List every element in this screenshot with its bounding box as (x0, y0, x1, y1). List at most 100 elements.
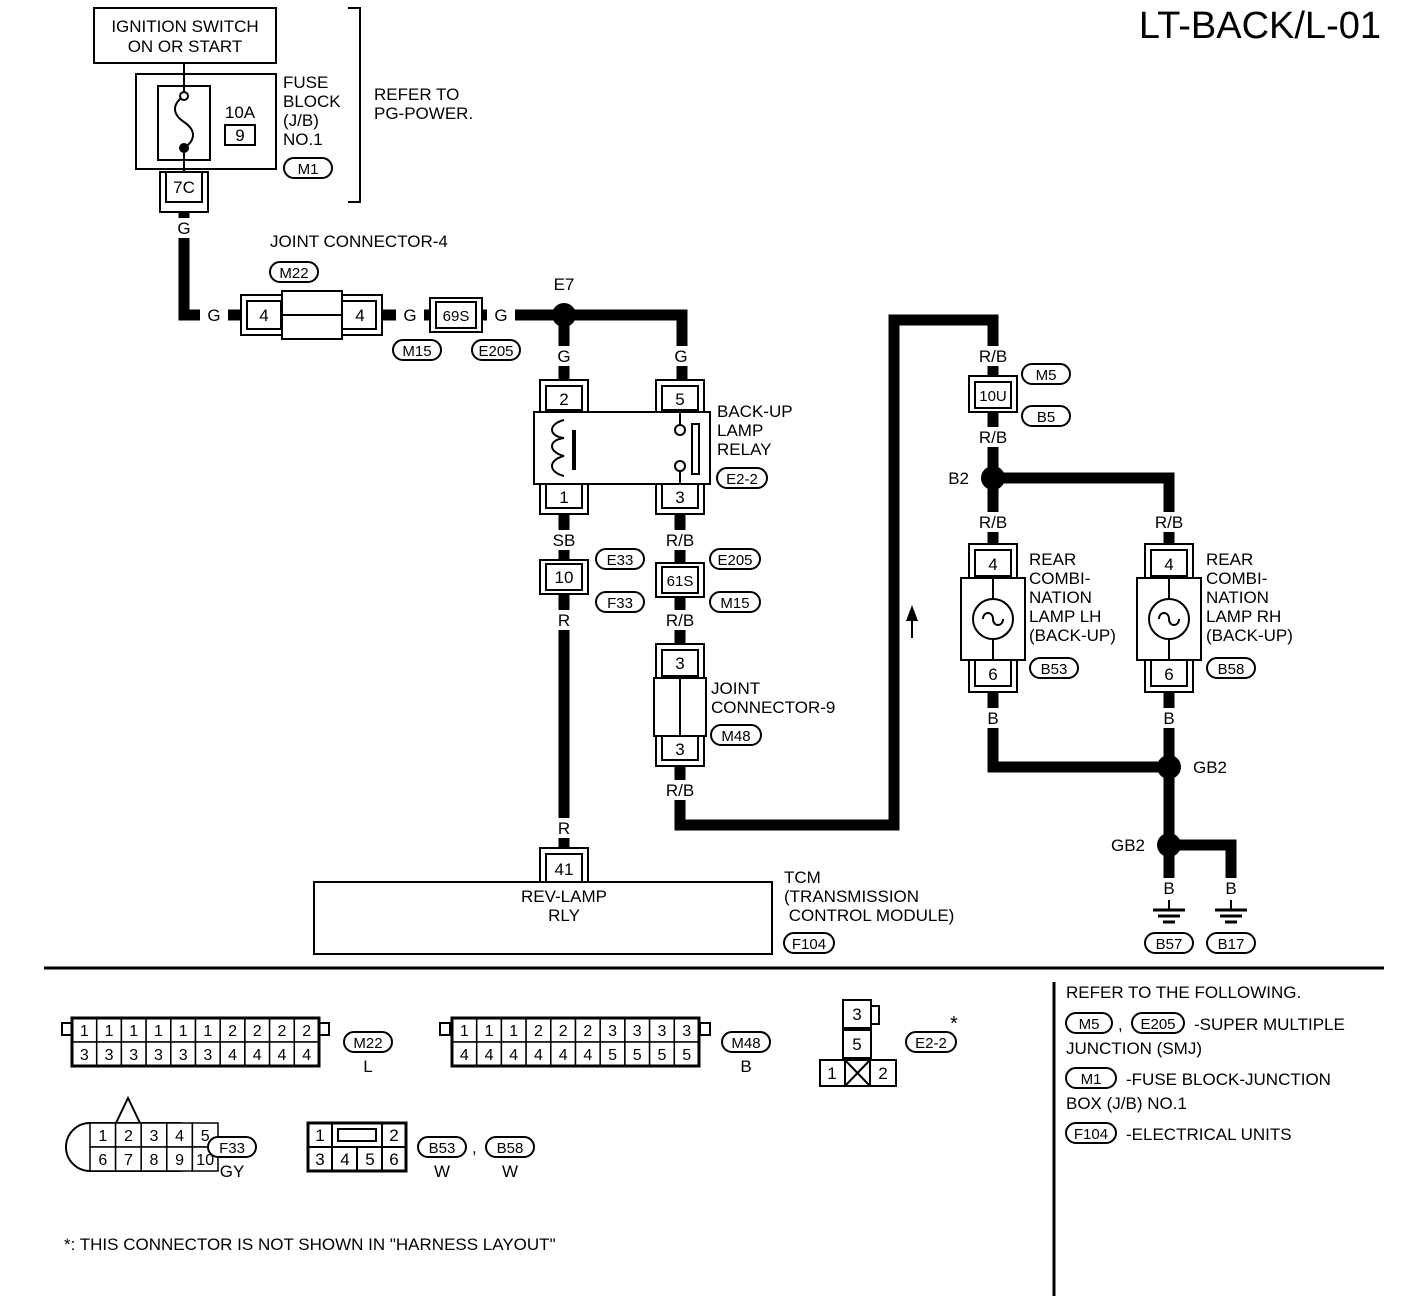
svg-text:R/B: R/B (666, 611, 694, 630)
m48-pin: 4 (485, 1047, 494, 1064)
svg-text:*: * (950, 1013, 958, 1035)
svg-text:2: 2 (878, 1064, 887, 1083)
svg-text:5: 5 (852, 1035, 861, 1054)
lamp-lh-connector: B53 (1041, 661, 1068, 678)
splice-b2 (981, 466, 1005, 490)
inline-connector-10: 10 (555, 568, 574, 587)
m22-pin: 2 (302, 1023, 311, 1040)
svg-text:B5: B5 (1037, 409, 1055, 426)
m22-pin: 3 (129, 1047, 138, 1064)
f33-pin: 4 (175, 1128, 184, 1145)
svg-text:RELAY: RELAY (717, 440, 772, 459)
svg-text:NATION: NATION (1206, 588, 1269, 607)
tcm-label: TCM (TRANSMISSION CONTROL MODULE) (784, 868, 954, 925)
svg-text:GB2: GB2 (1111, 836, 1145, 855)
m22-pin: 1 (179, 1023, 188, 1040)
m48-pin: 3 (657, 1023, 666, 1040)
svg-text:F104: F104 (1074, 1126, 1108, 1143)
relay-switch-icon (674, 412, 700, 484)
svg-text:M15: M15 (402, 343, 431, 360)
svg-text:REFER TO THE FOLLOWING.: REFER TO THE FOLLOWING. (1066, 983, 1301, 1002)
m22-pin: 3 (80, 1047, 89, 1064)
svg-text:1: 1 (559, 488, 568, 507)
m48-pin: 5 (608, 1047, 617, 1064)
ignition-switch-label-2: ON OR START (128, 37, 243, 56)
inline-connector-61s: 61S (667, 573, 694, 590)
svg-text:E205: E205 (717, 552, 752, 569)
svg-text:M5: M5 (1079, 1016, 1100, 1033)
svg-text:L: L (363, 1057, 372, 1076)
m22-cell (268, 1041, 296, 1067)
m48-pin: 1 (509, 1023, 518, 1040)
m48-pin: 3 (608, 1023, 617, 1040)
refer-label-1: REFER TO (374, 85, 459, 104)
ignition-switch-label-1: IGNITION SWITCH (111, 17, 258, 36)
svg-text:REV-LAMP: REV-LAMP (521, 887, 607, 906)
svg-text:M5: M5 (1036, 367, 1057, 384)
svg-text:COMBI-: COMBI- (1206, 569, 1267, 588)
f33-pin: 7 (124, 1152, 133, 1169)
current-direction-arrow-icon (906, 605, 918, 638)
svg-text:3: 3 (675, 488, 684, 507)
svg-text:SB: SB (553, 531, 576, 550)
svg-text:4: 4 (355, 306, 364, 325)
svg-text:E7: E7 (554, 275, 575, 294)
m48-pin: 1 (485, 1023, 494, 1040)
svg-text:M1: M1 (1081, 1071, 1102, 1088)
m48-cell (673, 1041, 700, 1067)
joint-connector-4-label: JOINT CONNECTOR-4 (270, 232, 448, 251)
f33-pin: 5 (201, 1128, 210, 1145)
f33-pin: 8 (150, 1152, 159, 1169)
svg-text:4: 4 (1164, 555, 1173, 574)
svg-text:W: W (434, 1162, 450, 1181)
svg-text:G: G (557, 347, 570, 366)
m48-cell (550, 1041, 577, 1067)
svg-text:(TRANSMISSION: (TRANSMISSION (784, 887, 919, 906)
f33-pin: 1 (98, 1128, 107, 1145)
m48-pin: 4 (583, 1047, 592, 1064)
svg-text:B: B (1163, 709, 1174, 728)
ground-icon (1153, 900, 1185, 924)
m48-pin: 2 (534, 1023, 543, 1040)
ground-b17: B17 (1218, 936, 1245, 953)
svg-text:G: G (403, 306, 416, 325)
footnote: *: THIS CONNECTOR IS NOT SHOWN IN "HARNE… (64, 1235, 556, 1254)
svg-text:(BACK-UP): (BACK-UP) (1206, 626, 1293, 645)
wire-lamp-lh-to-gb2 (987, 690, 1169, 773)
svg-text:NATION: NATION (1029, 588, 1092, 607)
bulb-icon (972, 578, 1014, 660)
svg-text:6: 6 (988, 665, 997, 684)
f33-pin: 2 (124, 1128, 133, 1145)
svg-text:R/B: R/B (979, 513, 1007, 532)
fuse-rating: 10A (225, 103, 256, 122)
m48-cell (475, 1041, 503, 1067)
svg-text:E33: E33 (607, 552, 634, 569)
svg-text:1: 1 (827, 1064, 836, 1083)
svg-text:R: R (558, 819, 570, 838)
svg-text:3: 3 (852, 1005, 861, 1024)
svg-text:F33: F33 (219, 1140, 245, 1157)
svg-text:R/B: R/B (1155, 513, 1183, 532)
m48-pin: 5 (657, 1047, 666, 1064)
svg-text:R/B: R/B (979, 428, 1007, 447)
svg-text:R/B: R/B (666, 531, 694, 550)
m22-pin: 1 (80, 1023, 89, 1040)
svg-text:GY: GY (220, 1162, 245, 1181)
m48-pin: 1 (460, 1023, 469, 1040)
svg-text:-SUPER MULTIPLE: -SUPER MULTIPLE (1194, 1015, 1345, 1034)
svg-text:LAMP: LAMP (717, 421, 763, 440)
backup-lamp-relay: 2 5 1 3 (533, 379, 711, 515)
f33-pin: 10 (196, 1152, 214, 1169)
refer-label-2: PG-POWER. (374, 104, 473, 123)
m48-cell (648, 1017, 676, 1043)
joint-connector-9-id: M48 (721, 728, 750, 745)
lamp-lh-label: REAR COMBI- NATION LAMP LH (BACK-UP) (1029, 550, 1116, 645)
m22-pin: 2 (253, 1023, 262, 1040)
svg-text:TCM: TCM (784, 868, 821, 887)
svg-text:B: B (1163, 879, 1174, 898)
refer-block: REFER TO THE FOLLOWING. M5 , E205 -SUPER… (1065, 983, 1345, 1144)
fuse-block-label: FUSE BLOCK (J/B) NO.1 (283, 73, 341, 149)
